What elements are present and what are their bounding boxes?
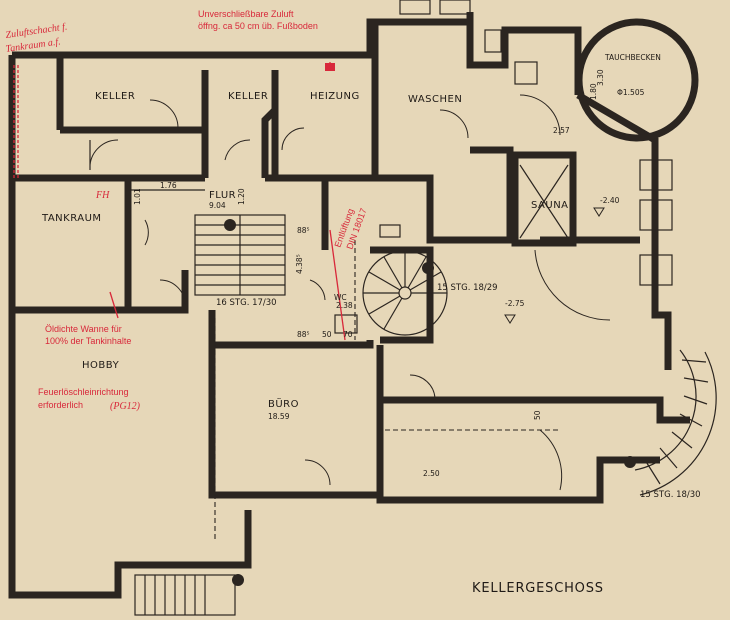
- stair-markers: [224, 207, 636, 586]
- dim-3-30: 3.30: [596, 69, 605, 86]
- dim-2-57: 2.57: [553, 126, 570, 135]
- dim-50: 50: [322, 330, 332, 339]
- level-2-40: -2.40: [600, 196, 620, 205]
- room-flur: FLUR: [209, 190, 236, 201]
- room-buero: BÜRO: [268, 397, 299, 410]
- walls: [8, 12, 699, 599]
- dim-70: 70: [343, 330, 353, 339]
- spiral-staircase: [362, 250, 448, 336]
- room-hobby: HOBBY: [82, 360, 120, 371]
- note-feuer-line2: erforderlich: [38, 400, 83, 410]
- note-oelwanne-line1: Öldichte Wanne für: [45, 324, 122, 334]
- stair-spiral-label: 15 STG. 18/29: [437, 283, 498, 293]
- note-fh: FH: [95, 190, 110, 201]
- room-heizung: HEIZUNG: [310, 91, 360, 102]
- dim-885-bottom: 88⁵: [297, 330, 310, 339]
- room-sauna: SAUNA: [531, 200, 569, 211]
- main-staircase: [194, 214, 286, 296]
- door-swings: [89, 94, 611, 491]
- stair-main-label: 16 STG. 17/30: [216, 298, 277, 308]
- room-tauchbecken: TAUCHBECKEN: [604, 53, 661, 62]
- note-pg12: (PG12): [110, 401, 141, 412]
- dim-2-38: 2.38: [336, 301, 353, 310]
- dim-885-top: 88⁵: [297, 226, 310, 235]
- south-staircase: [134, 574, 236, 616]
- room-tankraum: TANKRAUM: [41, 213, 102, 224]
- stair-outside-label: 15 STG. 18/30: [640, 490, 701, 500]
- dim-1-01: 1.01: [133, 188, 142, 205]
- dim-4-38: 4.38⁵: [295, 254, 304, 274]
- flur-area: 9.04: [209, 201, 226, 210]
- buero-area: 18.59: [268, 412, 290, 421]
- room-keller-2: KELLER: [228, 91, 268, 102]
- note-oelwanne-line2: 100% der Tankinhalte: [45, 336, 131, 346]
- inner-lines: [89, 0, 673, 540]
- room-keller-1: KELLER: [95, 91, 135, 102]
- room-wc: WC: [334, 293, 347, 302]
- dim-50-south: 50: [533, 410, 542, 420]
- plan-title: KELLERGESCHOSS: [472, 581, 604, 596]
- tauchbecken-diameter: Φ1.505: [617, 88, 645, 97]
- dim-1-80: 1.80: [589, 83, 598, 100]
- room-waschen: WASCHEN: [408, 94, 462, 105]
- dim-1-76: 1.76: [160, 181, 177, 190]
- outside-staircase: [634, 349, 717, 496]
- dim-2-50: 2.50: [423, 469, 440, 478]
- level-2-75: -2.75: [505, 299, 525, 308]
- note-zuluft-line1: Unverschließbare Zuluft: [198, 9, 294, 19]
- red-markup: [13, 62, 346, 341]
- note-zuluft-line2: öffng. ca 50 cm üb. Fußboden: [198, 21, 318, 31]
- note-feuer-line1: Feuerlöschleinrichtung: [38, 387, 129, 397]
- dim-1-20: 1.20: [237, 188, 246, 205]
